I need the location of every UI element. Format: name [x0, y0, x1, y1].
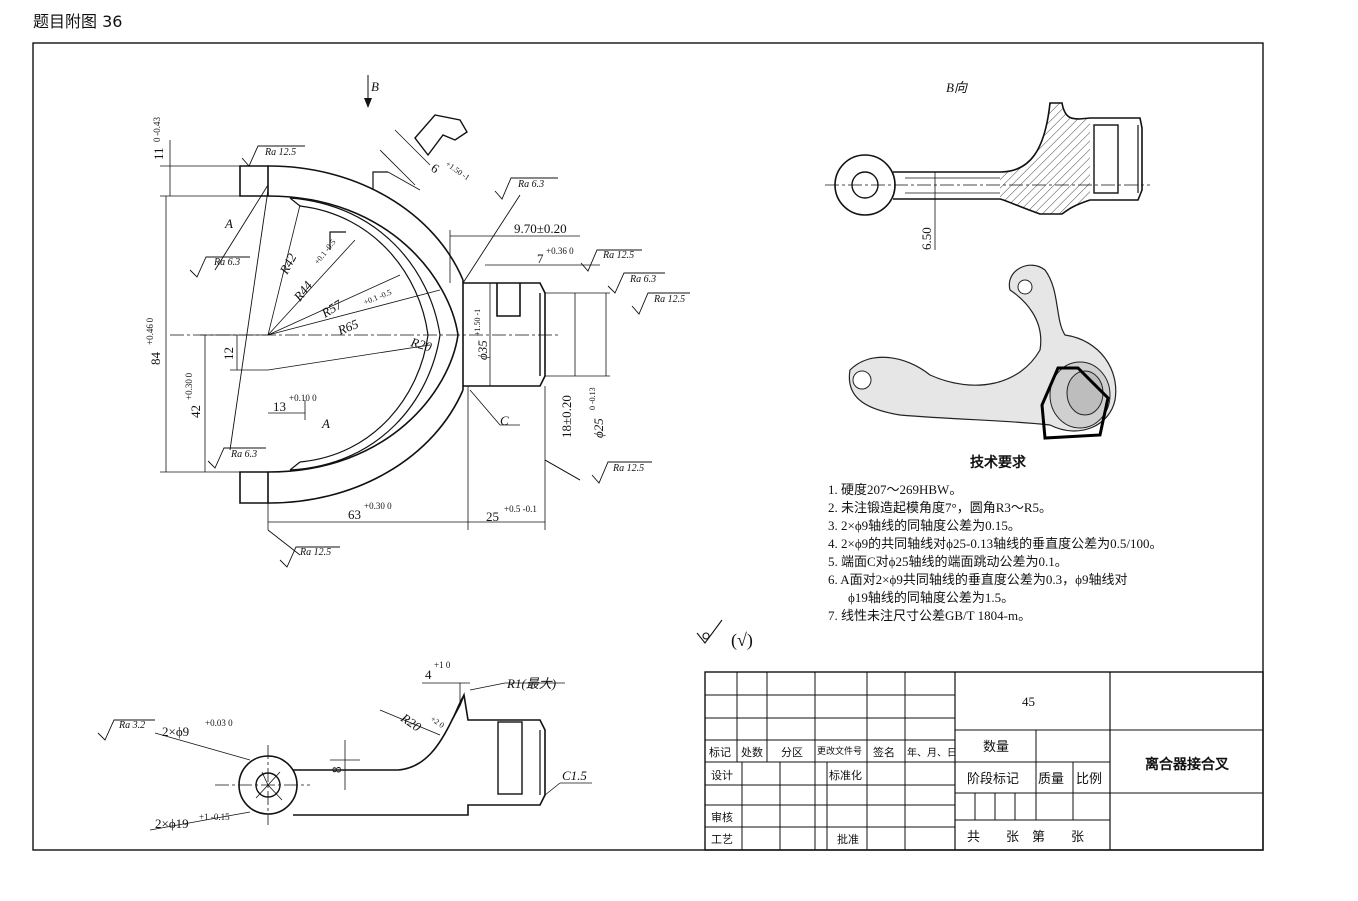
dim-r57: R57: [318, 296, 345, 321]
roughness-ra6-3-bottom: Ra 6.3: [230, 449, 257, 460]
dim-phi35-tol: +1.50 -1: [473, 309, 482, 336]
header-mark: 标记: [709, 747, 731, 759]
face-letter-c: C: [500, 413, 509, 428]
dim-84: 84: [148, 352, 163, 366]
section-letter-a-top: A: [224, 216, 233, 231]
sheet-count: 共 张 第 张: [967, 829, 1085, 844]
dim-25-tol: +0.5 -0.1: [504, 504, 537, 514]
approve-label: 批准: [837, 834, 859, 846]
roughness-ra12-5-right: Ra 12.5: [612, 463, 644, 474]
review-label: 审核: [711, 812, 733, 824]
title-block: 45 离合器接合叉 数量 阶段标记 质量 比例 共 张 第 张 标记 处数 分区…: [705, 672, 1263, 850]
tech-req-item: 4. 2×ϕ9的共同轴线对ϕ25-0.13轴线的垂直度公差为0.5/100。: [828, 536, 1163, 551]
dim-phi25: ϕ25: [591, 418, 606, 438]
general-roughness-note: (√): [731, 630, 753, 651]
roughness-ra6-3-top: Ra 6.3: [517, 179, 544, 190]
dim-6-50: 6.50: [919, 227, 934, 250]
quantity-label: 数量: [983, 739, 1010, 754]
dim-r42: R42: [276, 250, 300, 277]
dim-18: 18±0.20: [559, 395, 574, 438]
technical-requirements: 技术要求 1. 硬度207～269HBW。 2. 未注锻造起模角度7°，圆角R3…: [828, 455, 1248, 625]
dim-13-tol: +0.10 0: [289, 393, 317, 403]
header-zone: 分区: [781, 747, 803, 759]
dim-r44-tol: +0.1 -0.5: [312, 238, 337, 267]
dim-6-tol: +1.50 -1: [444, 159, 471, 182]
hand-drawn-mark: [1040, 366, 1110, 440]
tech-req-item: 7. 线性未注尺寸公差GB/T 1804-m。: [828, 608, 1032, 623]
tech-req-item: 1. 硬度207～269HBW。: [828, 482, 963, 497]
main-view: [160, 75, 610, 530]
dim-r44: R44: [290, 278, 316, 305]
part-name: 离合器接合叉: [1145, 758, 1229, 773]
stage-mark-label: 阶段标记: [967, 771, 1020, 786]
dim-42-tol: +0.30 0: [184, 372, 194, 400]
view-b-title: B向: [946, 80, 968, 95]
dim-25: 25: [486, 509, 499, 524]
section-letter-a-bottom: A: [321, 416, 330, 431]
tech-req-item: 3. 2×ϕ9轴线的同轴度公差为0.15。: [828, 518, 1021, 533]
roughness-ra12-5-bottom: Ra 12.5: [299, 547, 331, 558]
dim-11: 11: [151, 147, 166, 160]
mass-label: 质量: [1038, 771, 1065, 786]
bottom-view: [149, 682, 592, 831]
tech-req-item: ϕ19轴线的同轴度公差为1.5。: [848, 590, 1015, 605]
standardize-label: 标准化: [829, 770, 862, 782]
dim-holes-19: 2×ϕ19: [155, 816, 189, 831]
header-date: 年、月、日: [907, 748, 957, 759]
dim-12: 12: [221, 347, 236, 360]
sheet-border: [32, 42, 1264, 851]
general-roughness-symbol: [696, 619, 723, 644]
roughness-ra6-3-boss: Ra 6.3: [629, 274, 656, 285]
material: 45: [1022, 694, 1035, 709]
dim-r1-max: R1(最大): [506, 676, 556, 691]
dim-8: 8: [329, 767, 344, 774]
tech-req-item: 2. 未注锻造起模角度7°，圆角R3～R5。: [828, 500, 1053, 515]
view-arrow-b-label: B: [371, 79, 379, 94]
roughness-ra12-5-boss: Ra 12.5: [602, 250, 634, 261]
dim-4-tol: +1 0: [434, 660, 451, 670]
dim-42: 42: [188, 405, 203, 418]
dim-13: 13: [273, 399, 286, 414]
dim-r65-tol: +0.1 -0.5: [362, 288, 392, 307]
isometric-sketch: [848, 264, 1117, 440]
process-label: 工艺: [711, 834, 733, 846]
tech-req-item: 6. A面对2×ϕ9共同轴线的垂直度公差为0.3，ϕ9轴线对: [828, 572, 1128, 587]
dim-63: 63: [348, 507, 361, 522]
header-count: 处数: [741, 747, 763, 759]
dim-11-tol: 0 -0.43: [152, 116, 162, 142]
dim-phi25-tol: 0 -0.13: [588, 387, 597, 410]
b-view: [825, 102, 1150, 250]
dim-phi35: ϕ35: [475, 340, 490, 360]
dim-9-70: 9.70±0.20: [514, 221, 567, 236]
dim-holes-9-tol: +0.03 0: [205, 718, 233, 728]
roughness-ra12-5-top: Ra 12.5: [264, 147, 296, 158]
scale-label: 比例: [1076, 771, 1103, 786]
dim-63-tol: +0.30 0: [364, 501, 392, 511]
dim-7: 7: [537, 251, 544, 266]
dim-r20-bottom-tol: +2 0: [429, 714, 446, 730]
dim-7-tol: +0.36 0: [546, 246, 574, 256]
design-label: 设计: [711, 770, 733, 782]
header-sign: 签名: [873, 747, 895, 759]
dim-holes-9: 2×ϕ9: [162, 724, 189, 739]
dim-r20-bottom: R20: [397, 710, 424, 735]
dim-c1-5: C1.5: [562, 768, 587, 783]
dim-6: 6: [428, 160, 442, 176]
figure-caption: 题目附图 36: [33, 12, 123, 31]
roughness-ra3-2: Ra 3.2: [118, 720, 145, 731]
dim-holes-19-tol: +1 -0.15: [199, 812, 230, 822]
dim-4: 4: [425, 667, 432, 682]
header-change-doc: 更改文件号: [817, 746, 863, 756]
roughness-ra6-3-left: Ra 6.3: [213, 257, 240, 268]
roughness-ra12-5-end: Ra 12.5: [653, 294, 685, 305]
dim-r20: R20: [408, 334, 434, 354]
tech-req-title: 技术要求: [970, 456, 1026, 471]
dim-84-tol: +0.46 0: [145, 317, 155, 345]
tech-req-item: 5. 端面C对ϕ25轴线的端面跳动公差为0.1。: [828, 554, 1068, 569]
title-block-grid: [704, 671, 1264, 851]
